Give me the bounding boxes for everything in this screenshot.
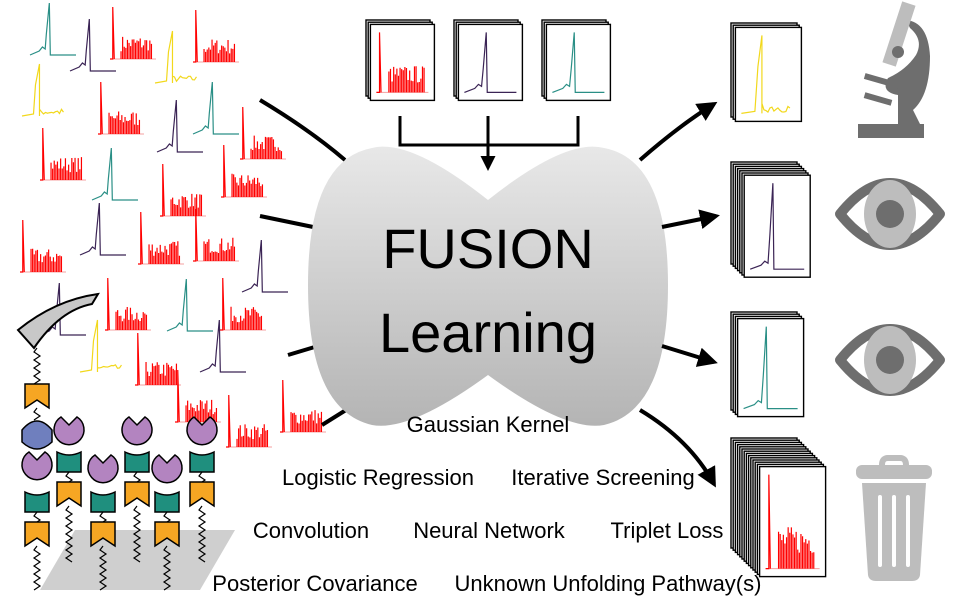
trash-icon [856, 455, 932, 581]
orange-linker [24, 521, 50, 548]
orange-linker [56, 481, 82, 508]
input-trace [21, 63, 64, 117]
input-arrow [259, 214, 319, 230]
input-arrows [258, 98, 348, 427]
input-trace [156, 99, 203, 153]
teal-linker [189, 450, 215, 473]
output-arrow [661, 344, 718, 367]
orange-linker [189, 481, 215, 508]
input-arrow [320, 408, 348, 427]
title-line-1: FUSION [382, 217, 594, 280]
input-trace-cloud [20, 2, 326, 448]
teal-linker [90, 490, 116, 513]
input-arrow [258, 98, 347, 162]
input-trace [29, 2, 76, 56]
input-trace [69, 18, 116, 72]
stack-trace-teal [552, 32, 605, 93]
method-unknown-unfolding-pathways: Unknown Unfolding Pathway(s) [455, 571, 762, 596]
output-arrow [638, 101, 718, 162]
stack-trace-red [376, 32, 429, 93]
orange-linker [90, 521, 116, 548]
output-cluster-teal [730, 311, 805, 418]
input-trace [79, 202, 126, 256]
method-labels: Gaussian Kernel Logistic Regression Iter… [212, 412, 761, 596]
input-trace [193, 208, 239, 262]
output-cluster-red [730, 437, 827, 578]
stack-trace-purple [749, 183, 805, 270]
orange-linker [124, 481, 150, 508]
input-trace [40, 127, 86, 181]
teal-linker [24, 490, 50, 513]
method-triplet-loss: Triplet Loss [611, 518, 724, 543]
protein-domain [121, 416, 153, 446]
input-trace [135, 332, 181, 386]
output-arrows [638, 101, 720, 488]
protein-domain [186, 416, 218, 446]
stack-trace-red [765, 474, 820, 570]
input-trace [193, 9, 239, 63]
cantilever-tip [16, 292, 100, 350]
input-trace [138, 211, 184, 265]
protein-domain [53, 416, 85, 446]
output-cluster-yellow [730, 22, 803, 123]
input-trace [20, 219, 66, 273]
fusion-learning-blob [308, 146, 668, 426]
afm-protein-schematic [16, 292, 235, 591]
input-trace [199, 319, 246, 373]
input-trace [226, 394, 272, 448]
template-teal [541, 19, 612, 102]
method-gaussian-kernel: Gaussian Kernel [407, 412, 570, 437]
protein-domain [151, 454, 183, 484]
eye-icon [835, 324, 945, 396]
input-trace [280, 379, 326, 433]
teal-linker [124, 450, 150, 473]
template-merge-bracket [398, 116, 580, 171]
input-trace [192, 81, 239, 135]
stack-trace-teal [743, 326, 798, 410]
eye-icon [835, 178, 945, 250]
method-logistic-regression: Logistic Regression [282, 465, 474, 490]
output-clusters [730, 22, 827, 578]
output-cluster-purple [730, 161, 811, 278]
method-posterior-covariance: Posterior Covariance [212, 571, 417, 596]
protein-domain [87, 454, 119, 484]
title-line-2: Learning [379, 301, 597, 364]
teal-linker [56, 450, 82, 473]
teal-linker [154, 490, 180, 513]
input-trace [240, 106, 286, 160]
template-purple [453, 19, 524, 102]
input-trace [110, 6, 156, 60]
template-red [365, 19, 436, 102]
method-convolution: Convolution [253, 518, 369, 543]
template-traces [365, 19, 612, 102]
protein-domain [21, 451, 53, 481]
input-arrow [287, 344, 319, 357]
stack-trace-yellow [741, 35, 791, 114]
input-trace [220, 277, 266, 331]
output-arrow [638, 408, 716, 488]
input-trace [221, 144, 267, 198]
input-trace [98, 81, 144, 135]
input-trace [79, 319, 122, 373]
input-trace [160, 163, 206, 217]
input-trace [154, 30, 197, 84]
input-trace [241, 239, 288, 293]
output-arrow [661, 209, 720, 229]
orange-linker [24, 383, 50, 410]
microscope-icon [858, 1, 930, 138]
input-trace [166, 278, 213, 332]
input-trace [175, 369, 221, 423]
input-trace [91, 147, 138, 201]
method-neural-network: Neural Network [413, 518, 566, 543]
method-iterative-screening: Iterative Screening [511, 465, 694, 490]
input-trace [105, 277, 151, 331]
orange-linker [154, 521, 180, 548]
stack-trace-purple [464, 32, 517, 93]
